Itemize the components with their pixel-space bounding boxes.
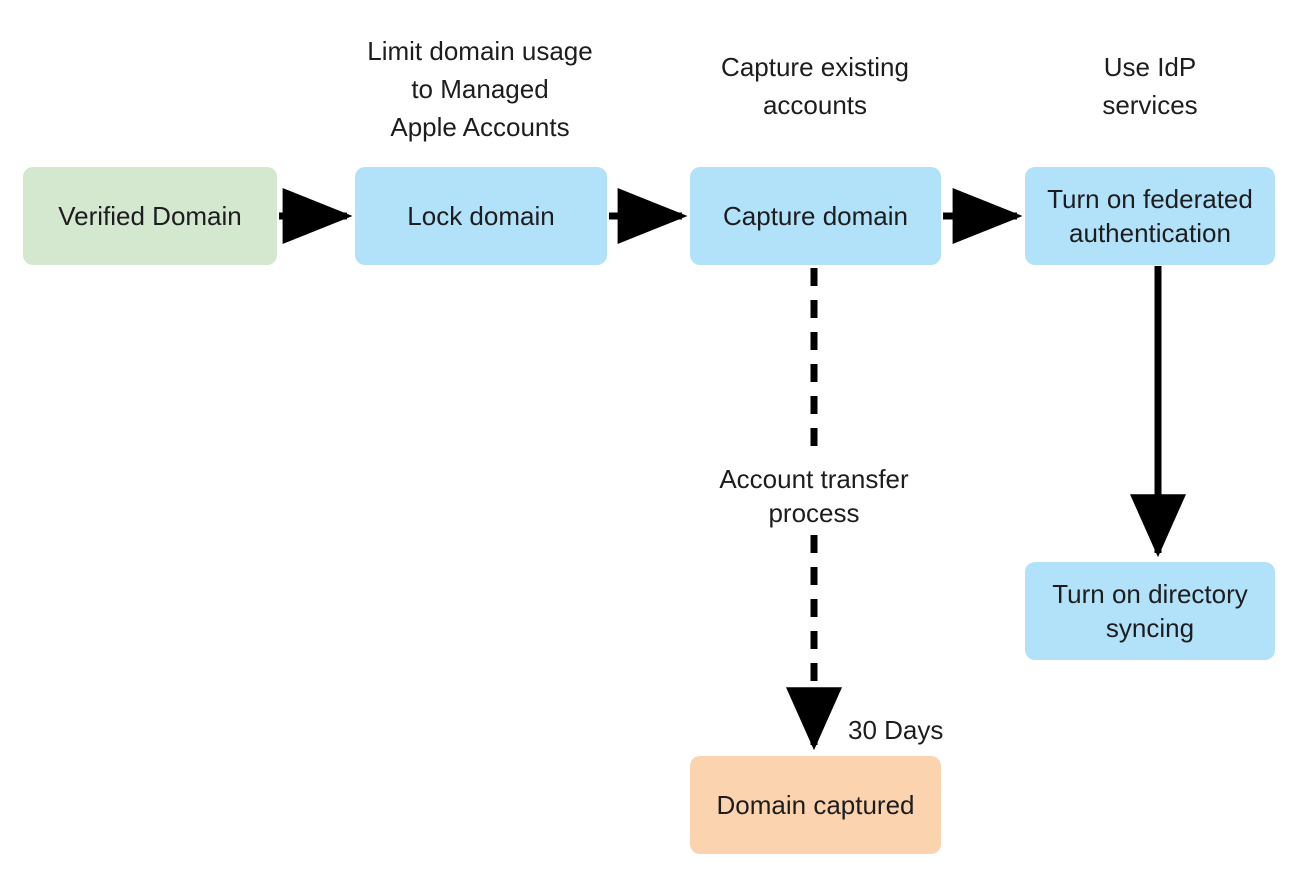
edge-label-account-transfer-process: Account transfer process bbox=[719, 464, 909, 528]
node-lock-domain[interactable]: Lock domain bbox=[355, 167, 607, 265]
node-turn-on-directory-syncing[interactable]: Turn on directory syncing bbox=[1025, 562, 1275, 660]
node-capture-domain[interactable]: Capture domain bbox=[690, 167, 941, 265]
caption-limit-domain-usage: Limit domain usage to Managed Apple Acco… bbox=[367, 36, 593, 142]
edge-label-30-days: 30 Days bbox=[848, 715, 944, 745]
node-verified-domain[interactable]: Verified Domain bbox=[23, 167, 277, 265]
node-turn-on-federated-authentication[interactable]: Turn on federated authentication bbox=[1025, 167, 1275, 265]
caption-use-idp-services: Use IdP services bbox=[1102, 52, 1198, 120]
node-domain-captured[interactable]: Domain captured bbox=[690, 756, 941, 854]
caption-capture-existing-accounts: Capture existing accounts bbox=[721, 52, 909, 120]
